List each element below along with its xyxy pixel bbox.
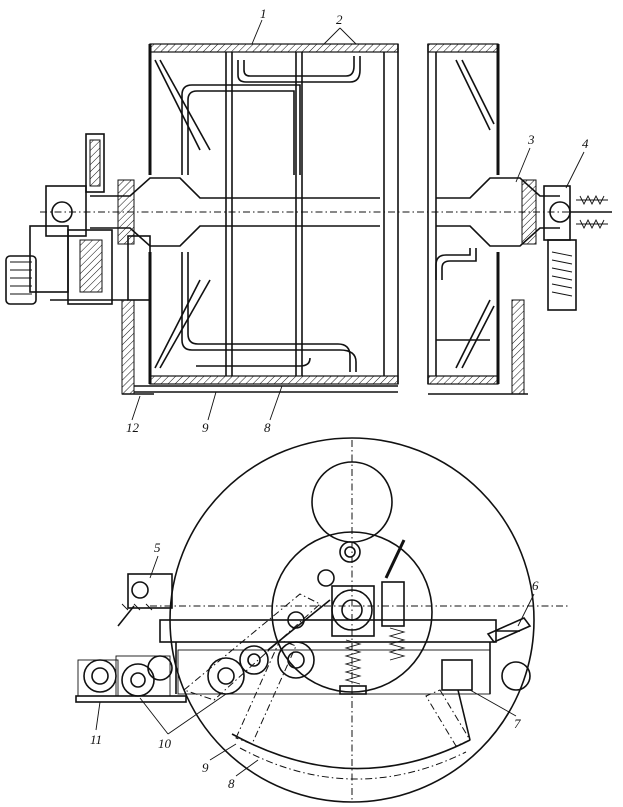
- steam-pipes-left: [181, 56, 361, 372]
- drive-motor: [75, 655, 187, 703]
- side-elevation-view: [75, 437, 570, 803]
- gearbox-5: [117, 573, 173, 627]
- callout-labels: 1 2 3 4 12 9 8 5 6 7 10 11 9 8: [90, 6, 589, 791]
- callout-9-top: 9: [202, 420, 209, 435]
- hub-right: [436, 177, 612, 311]
- callout-8-top: 8: [264, 420, 271, 435]
- central-hub: [317, 539, 406, 637]
- callout-4: 4: [582, 136, 589, 151]
- lever-6: [486, 617, 532, 691]
- callout-9-bottom: 9: [202, 760, 209, 775]
- callout-8-bottom: 8: [228, 776, 235, 791]
- drum-shell-left: [148, 43, 399, 385]
- left-drive-assembly: [5, 133, 128, 305]
- callout-6: 6: [532, 578, 539, 593]
- callout-5: 5: [154, 540, 161, 555]
- main-beam: [159, 619, 520, 695]
- springs: [339, 627, 406, 695]
- longitudinal-section-view: [5, 43, 612, 395]
- callout-7: 7: [514, 716, 521, 731]
- callout-12: 12: [126, 420, 140, 435]
- lever-7: [441, 659, 473, 741]
- hub-left: [90, 177, 380, 301]
- gear-train: [207, 599, 331, 695]
- leader-lines: [95, 19, 585, 777]
- linkage: [182, 593, 471, 780]
- callout-10: 10: [158, 736, 172, 751]
- callout-11: 11: [90, 732, 102, 747]
- support-frame-left: [121, 299, 398, 395]
- callout-1: 1: [260, 6, 267, 21]
- drum-shell-right: [427, 43, 528, 395]
- callout-3: 3: [527, 132, 535, 147]
- callout-2: 2: [336, 12, 343, 27]
- end-plate: [271, 531, 433, 693]
